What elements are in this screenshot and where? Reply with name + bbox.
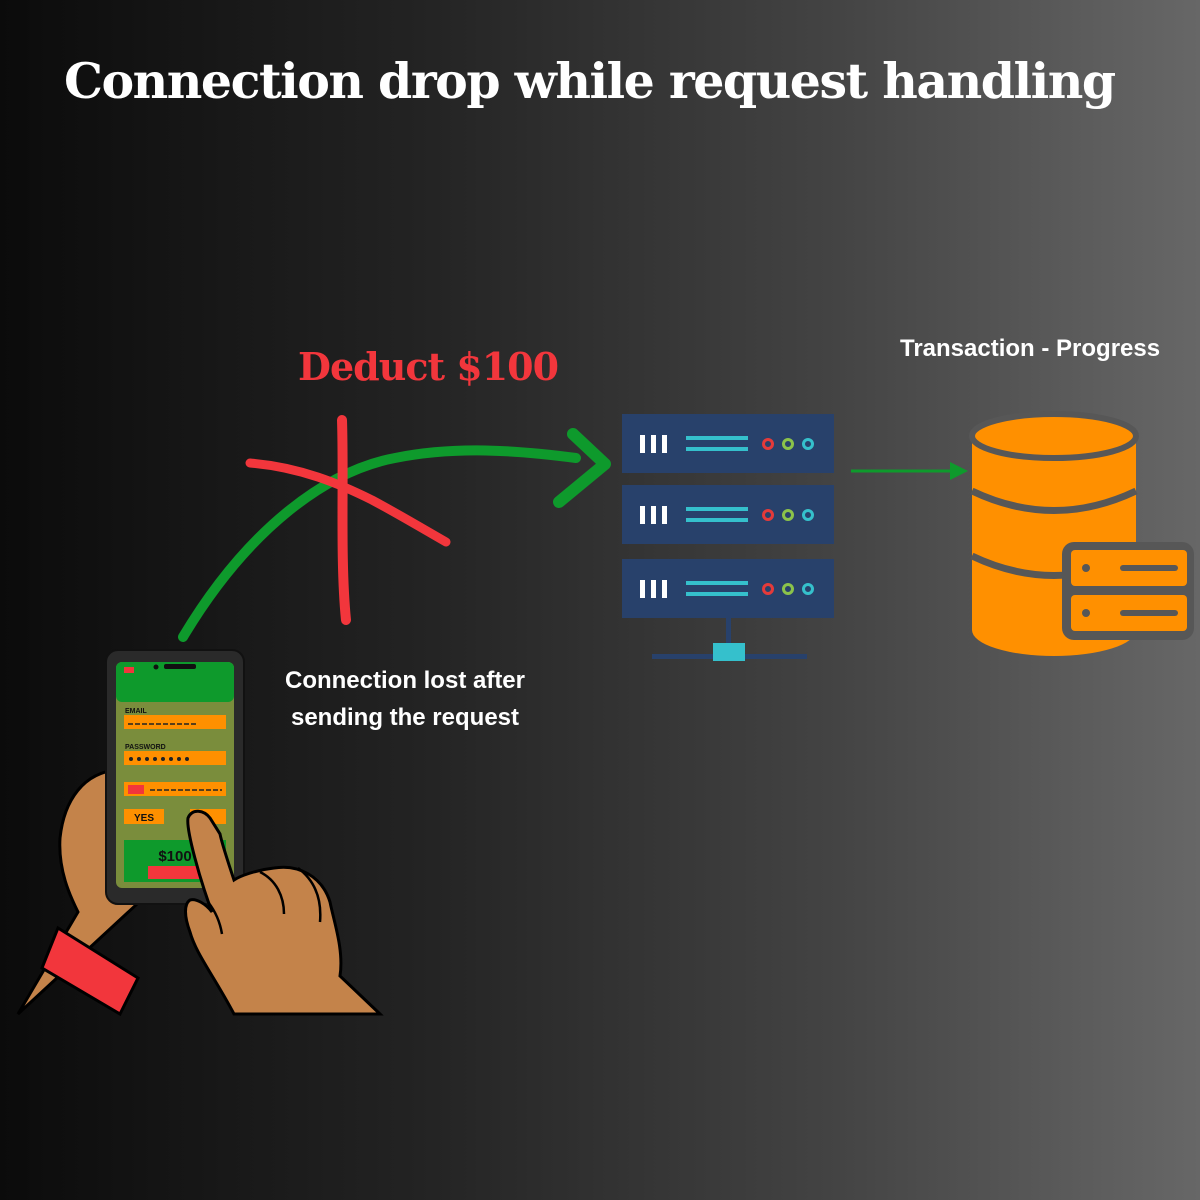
pay-button bbox=[148, 866, 202, 879]
server-to-database-arrow bbox=[851, 462, 968, 480]
database-server-units bbox=[1062, 542, 1194, 640]
diagram-title: Connection drop while request handling bbox=[64, 52, 1116, 110]
server-network-port bbox=[713, 643, 745, 661]
password-field bbox=[124, 751, 226, 765]
server-unit bbox=[622, 485, 834, 544]
email-field-label: EMAIL bbox=[125, 708, 148, 715]
smartphone-in-hands-icon: EMAIL PASSWORD YES $100 bbox=[16, 649, 384, 1017]
payment-amount: $100 bbox=[158, 848, 191, 865]
request-arrow bbox=[178, 428, 611, 642]
card-field bbox=[124, 782, 226, 796]
request-label: Deduct $100 bbox=[298, 344, 559, 389]
wristband bbox=[40, 925, 140, 1017]
server-rack-icon bbox=[622, 414, 834, 661]
database-status-label: Transaction - Progress bbox=[900, 335, 1161, 362]
right-hand bbox=[184, 809, 384, 1016]
database-icon bbox=[969, 411, 1194, 656]
yes-button bbox=[124, 809, 164, 824]
password-field-label: PASSWORD bbox=[125, 744, 166, 751]
email-field bbox=[124, 715, 226, 729]
connection-note-line-1: Connection lost after bbox=[284, 667, 525, 694]
server-unit bbox=[622, 559, 834, 618]
yes-button-label: YES bbox=[134, 813, 154, 824]
connection-note-line-2: sending the request bbox=[290, 704, 520, 731]
server-unit bbox=[622, 414, 834, 473]
cross-mark-icon bbox=[245, 415, 451, 625]
connection-lost-note: Connection lost after sending the reques… bbox=[255, 662, 555, 736]
